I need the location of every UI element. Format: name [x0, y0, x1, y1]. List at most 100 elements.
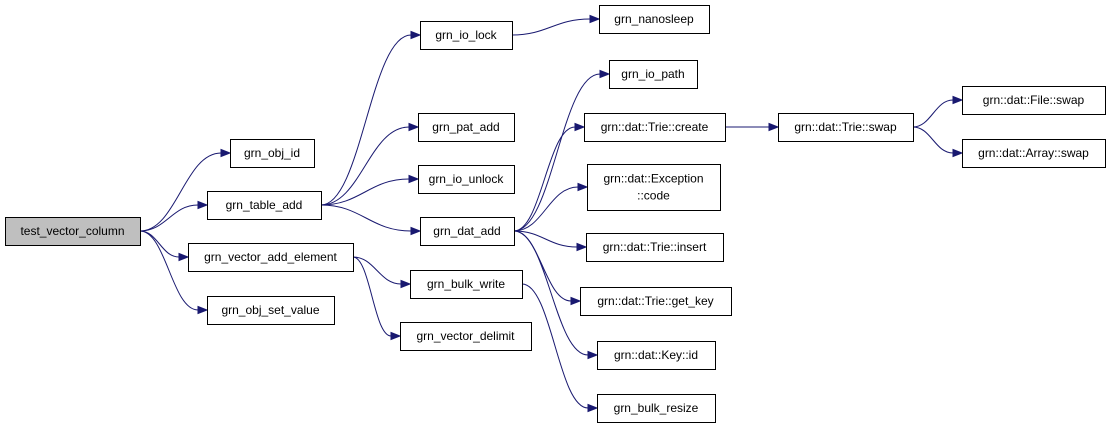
edge-grn-table-add-to-grn-pat-add: [320, 122, 420, 206]
arrowhead-icon: [410, 30, 422, 40]
edge-grn-dat-add-to-trie-get-key: [513, 230, 582, 306]
node-label: ::code: [637, 189, 670, 203]
edge-trie-create-to-trie-swap: [725, 122, 780, 132]
node-trie-get-key[interactable]: grn::dat::Trie::get_key: [580, 287, 732, 316]
node-grn-io-unlock[interactable]: grn_io_unlock: [418, 165, 515, 194]
edge-test-vector-column-to-grn-obj-set-value: [139, 230, 209, 315]
node-box: [599, 5, 710, 34]
arrowhead-icon: [574, 122, 586, 132]
node-label: grn::dat::File::swap: [983, 93, 1085, 107]
node-grn-table-add[interactable]: grn_table_add: [207, 191, 322, 220]
arrowhead-icon: [400, 279, 412, 289]
node-box: [230, 139, 315, 168]
node-box: [400, 322, 532, 351]
arrowhead-icon: [390, 331, 402, 341]
nodes-layer: test_vector_column grn_obj_id grn_table_ad…: [5, 5, 1106, 423]
arrowhead-icon: [587, 350, 599, 360]
arrowhead-icon: [197, 200, 209, 210]
arrowhead-icon: [570, 296, 582, 306]
node-key-id[interactable]: grn::dat::Key::id: [597, 341, 716, 370]
arrowhead-icon: [220, 148, 232, 158]
node-label: grn::dat::Array::swap: [978, 146, 1089, 160]
edge-grn-dat-add-to-trie-create: [513, 122, 586, 232]
node-label: test_vector_column: [20, 224, 124, 238]
edge-grn-table-add-to-grn-io-lock: [320, 30, 422, 206]
node-label: grn_vector_add_element: [204, 250, 337, 264]
node-box: [597, 394, 716, 423]
edge-grn-dat-add-to-key-id: [513, 230, 599, 360]
edge-test-vector-column-to-grn-vector-add-element: [139, 230, 190, 262]
edge-test-vector-column-to-grn-obj-id: [139, 148, 232, 232]
node-box: [587, 164, 721, 211]
node-grn-vector-add-element[interactable]: grn_vector_add_element: [188, 243, 354, 272]
arrowhead-icon: [589, 14, 601, 24]
node-box: [410, 270, 523, 299]
node-label: grn_obj_set_value: [221, 303, 319, 317]
node-grn-bulk-write[interactable]: grn_bulk_write: [410, 270, 523, 299]
node-label: grn_obj_id: [244, 146, 300, 160]
node-box: [418, 113, 515, 142]
node-grn-nanosleep[interactable]: grn_nanosleep: [599, 5, 710, 34]
node-grn-io-path[interactable]: grn_io_path: [609, 60, 698, 89]
node-label: grn_bulk_write: [427, 277, 505, 291]
node-label: grn_vector_delimit: [416, 329, 515, 343]
node-box: [207, 296, 335, 325]
node-box: [962, 86, 1106, 115]
node-box: [586, 233, 724, 262]
edge-trie-swap-to-array-swap: [912, 126, 964, 158]
node-box: [188, 243, 354, 272]
node-grn-io-lock[interactable]: grn_io_lock: [420, 21, 513, 50]
node-array-swap[interactable]: grn::dat::Array::swap: [962, 139, 1106, 168]
edge-grn-io-lock-to-grn-nanosleep: [511, 14, 601, 36]
arrowhead-icon: [587, 403, 599, 413]
edge-grn-dat-add-to-trie-insert: [513, 230, 588, 252]
arrowhead-icon: [599, 69, 611, 79]
arrowhead-icon: [952, 148, 964, 158]
node-box: [580, 287, 732, 316]
edge-trie-swap-to-file-swap: [912, 95, 964, 128]
node-box: [584, 113, 726, 142]
node-label: grn_nanosleep: [614, 12, 694, 26]
node-box: [962, 139, 1106, 168]
node-box: [5, 217, 141, 246]
edge-grn-bulk-write-to-grn-bulk-resize: [521, 283, 599, 413]
node-exception-code[interactable]: grn::dat::Exception::code: [587, 164, 721, 211]
node-grn-obj-set-value[interactable]: grn_obj_set_value: [207, 296, 335, 325]
edge-test-vector-column-to-grn-table-add: [139, 200, 209, 232]
node-file-swap[interactable]: grn::dat::File::swap: [962, 86, 1106, 115]
node-trie-insert[interactable]: grn::dat::Trie::insert: [586, 233, 724, 262]
edge-grn-table-add-to-grn-io-unlock: [320, 174, 420, 206]
edge-grn-dat-add-to-exception-code: [513, 182, 589, 232]
node-box: [420, 217, 515, 246]
node-label: grn_dat_add: [433, 224, 500, 238]
arrowhead-icon: [577, 182, 589, 192]
node-trie-create[interactable]: grn::dat::Trie::create: [584, 113, 726, 142]
arrowhead-icon: [768, 122, 780, 132]
node-label: grn_bulk_resize: [614, 401, 699, 415]
node-box: [420, 21, 513, 50]
node-label: grn_io_lock: [435, 28, 497, 42]
arrowhead-icon: [408, 174, 420, 184]
node-label: grn_pat_add: [432, 120, 499, 134]
node-label: grn_io_path: [621, 67, 684, 81]
edge-grn-dat-add-to-grn-io-path: [513, 69, 611, 232]
node-grn-bulk-resize[interactable]: grn_bulk_resize: [597, 394, 716, 423]
node-test-vector-column[interactable]: test_vector_column: [5, 217, 141, 246]
node-grn-dat-add[interactable]: grn_dat_add: [420, 217, 515, 246]
node-grn-obj-id[interactable]: grn_obj_id: [230, 139, 315, 168]
edge-grn-vector-add-element-to-grn-bulk-write: [352, 256, 412, 289]
arrowhead-icon: [576, 242, 588, 252]
node-label: grn::dat::Key::id: [614, 348, 698, 362]
arrowhead-icon: [410, 226, 422, 236]
edge-grn-table-add-to-grn-dat-add: [320, 204, 422, 236]
node-trie-swap[interactable]: grn::dat::Trie::swap: [778, 113, 914, 142]
node-box: [609, 60, 698, 89]
node-grn-pat-add[interactable]: grn_pat_add: [418, 113, 515, 142]
node-box: [597, 341, 716, 370]
node-grn-vector-delimit[interactable]: grn_vector_delimit: [400, 322, 532, 351]
arrowhead-icon: [197, 305, 209, 315]
node-label: grn::dat::Trie::get_key: [597, 294, 713, 308]
node-label: grn_io_unlock: [429, 172, 505, 186]
edge-grn-vector-add-element-to-grn-vector-delimit: [352, 256, 402, 341]
